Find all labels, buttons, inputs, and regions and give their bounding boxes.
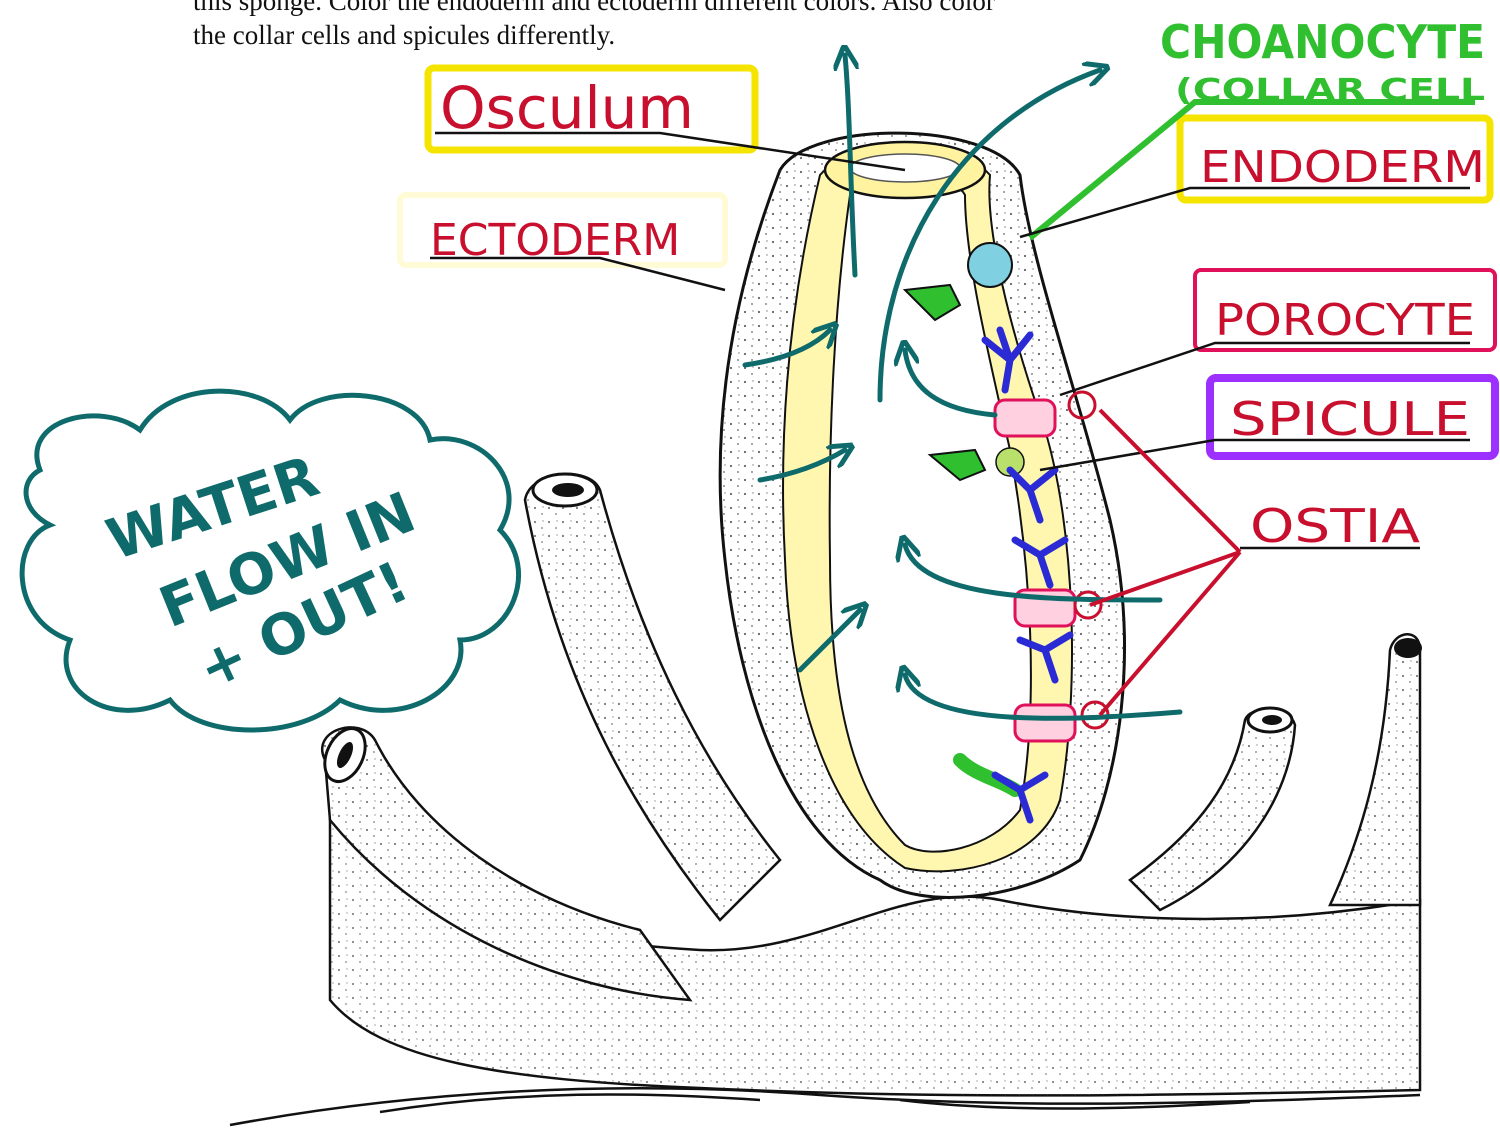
- main-sponge-body: [720, 133, 1124, 897]
- label-ectoderm: ECTODERM: [430, 215, 680, 266]
- label-choanocyte: CHOANOCYTE: [1160, 15, 1485, 69]
- label-osculum: Osculum: [440, 74, 694, 142]
- side-tube-right: [1130, 634, 1422, 910]
- label-spicule: SPICULE: [1230, 392, 1470, 446]
- water-flow-callout: WATER FLOW IN + OUT!: [22, 391, 518, 730]
- label-ostia: OSTIA: [1250, 499, 1421, 553]
- label-porocyte: POROCYTE: [1215, 295, 1475, 346]
- label-collar-cell: (COLLAR CELL: [1175, 73, 1485, 108]
- label-endoderm: ENDODERM: [1200, 142, 1485, 193]
